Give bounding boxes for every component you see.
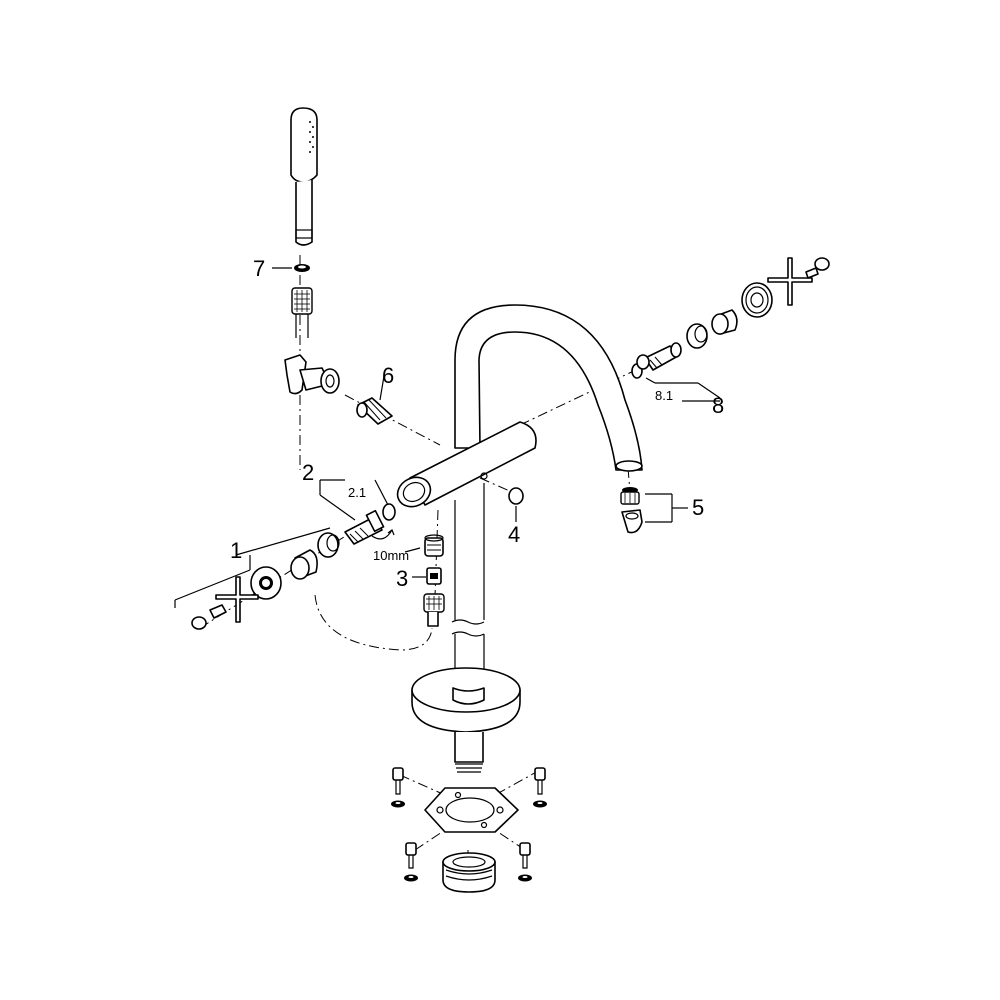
part-4-plug: 4 — [508, 487, 524, 547]
hand-shower — [290, 107, 318, 246]
threaded-nut — [442, 852, 496, 893]
callout-6: 6 — [382, 363, 394, 388]
mixer-body — [396, 421, 537, 508]
screw-bottom-right — [518, 842, 532, 882]
callout-5: 5 — [692, 495, 704, 520]
callout-3: 3 — [396, 566, 408, 591]
mounting-screws — [391, 767, 547, 882]
part-5-aerator: 5 — [620, 487, 704, 534]
screw-top-left — [391, 767, 405, 808]
part-8-cartridge-right: 8.1 8 — [631, 257, 830, 418]
base-rosette — [411, 667, 521, 773]
part-3-hose-connector: 10mm 3 — [373, 534, 445, 627]
callout-1: 1 — [230, 538, 242, 563]
part-2-cartridge-left: 2 2.1 — [302, 460, 396, 545]
shower-face-dots — [309, 121, 314, 153]
callout-2-1: 2.1 — [348, 485, 366, 500]
part-7-washer: 7 — [253, 256, 310, 281]
screw-bottom-left — [404, 842, 418, 882]
spout — [454, 304, 643, 472]
callout-7: 7 — [253, 256, 265, 281]
callout-4: 4 — [508, 522, 520, 547]
screw-top-right — [533, 767, 547, 808]
callout-2: 2 — [302, 460, 314, 485]
column — [451, 483, 485, 700]
cross-handle-left — [215, 576, 259, 623]
cross-handle-right — [767, 257, 813, 306]
shower-holder — [284, 354, 340, 395]
label-wrench-size: 10mm — [373, 548, 409, 563]
hose-end-nut — [291, 287, 313, 338]
callout-8-1: 8.1 — [655, 388, 673, 403]
part-1-handle-left: 1 — [174, 527, 340, 630]
callout-8: 8 — [712, 393, 724, 418]
mounting-flange — [424, 787, 519, 833]
part-6-diverter: 6 — [356, 363, 394, 425]
